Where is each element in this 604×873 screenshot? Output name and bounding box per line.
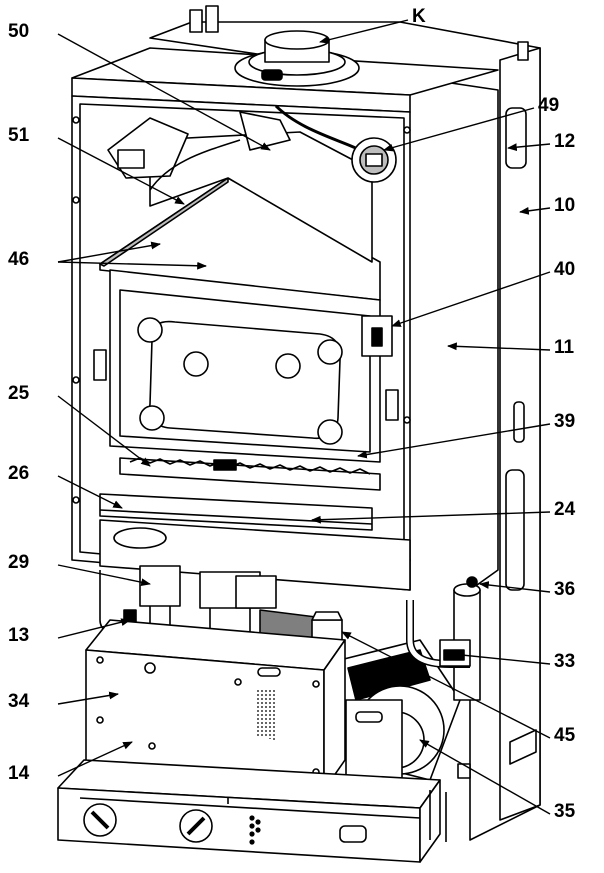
callout-36: 36	[554, 579, 576, 600]
callout-26: 26	[8, 463, 30, 484]
callout-50: 50	[8, 21, 30, 42]
manifold	[99, 493, 373, 531]
callout-24: 24	[554, 499, 576, 520]
callout-25: 25	[8, 383, 30, 404]
callout-35: 35	[554, 801, 576, 822]
flue-hood	[99, 131, 381, 301]
heat-exchanger	[93, 269, 399, 463]
callout-49: 49	[538, 95, 560, 116]
callout-arrows	[57, 19, 551, 815]
callout-51: 51	[8, 125, 30, 146]
callout-34: 34	[8, 691, 30, 712]
thermostat-49	[351, 137, 397, 183]
callout-29: 29	[8, 552, 30, 573]
burner	[119, 457, 381, 491]
callout-14: 14	[8, 763, 30, 784]
callout-k: K	[412, 6, 426, 27]
flue-outlet	[234, 30, 360, 87]
callout-10: 10	[554, 195, 576, 216]
front-fascia	[57, 759, 441, 863]
callout-46: 46	[8, 249, 30, 270]
callout-40: 40	[554, 259, 576, 280]
callout-13: 13	[8, 625, 30, 646]
callout-45: 45	[554, 725, 576, 746]
callout-12: 12	[554, 131, 576, 152]
back-frame	[149, 5, 541, 841]
control-box	[85, 619, 346, 791]
callout-39: 39	[554, 411, 576, 432]
callout-33: 33	[554, 651, 576, 672]
callout-11: 11	[554, 337, 575, 358]
chamber-base	[99, 519, 411, 591]
pressure-switch	[107, 117, 241, 191]
